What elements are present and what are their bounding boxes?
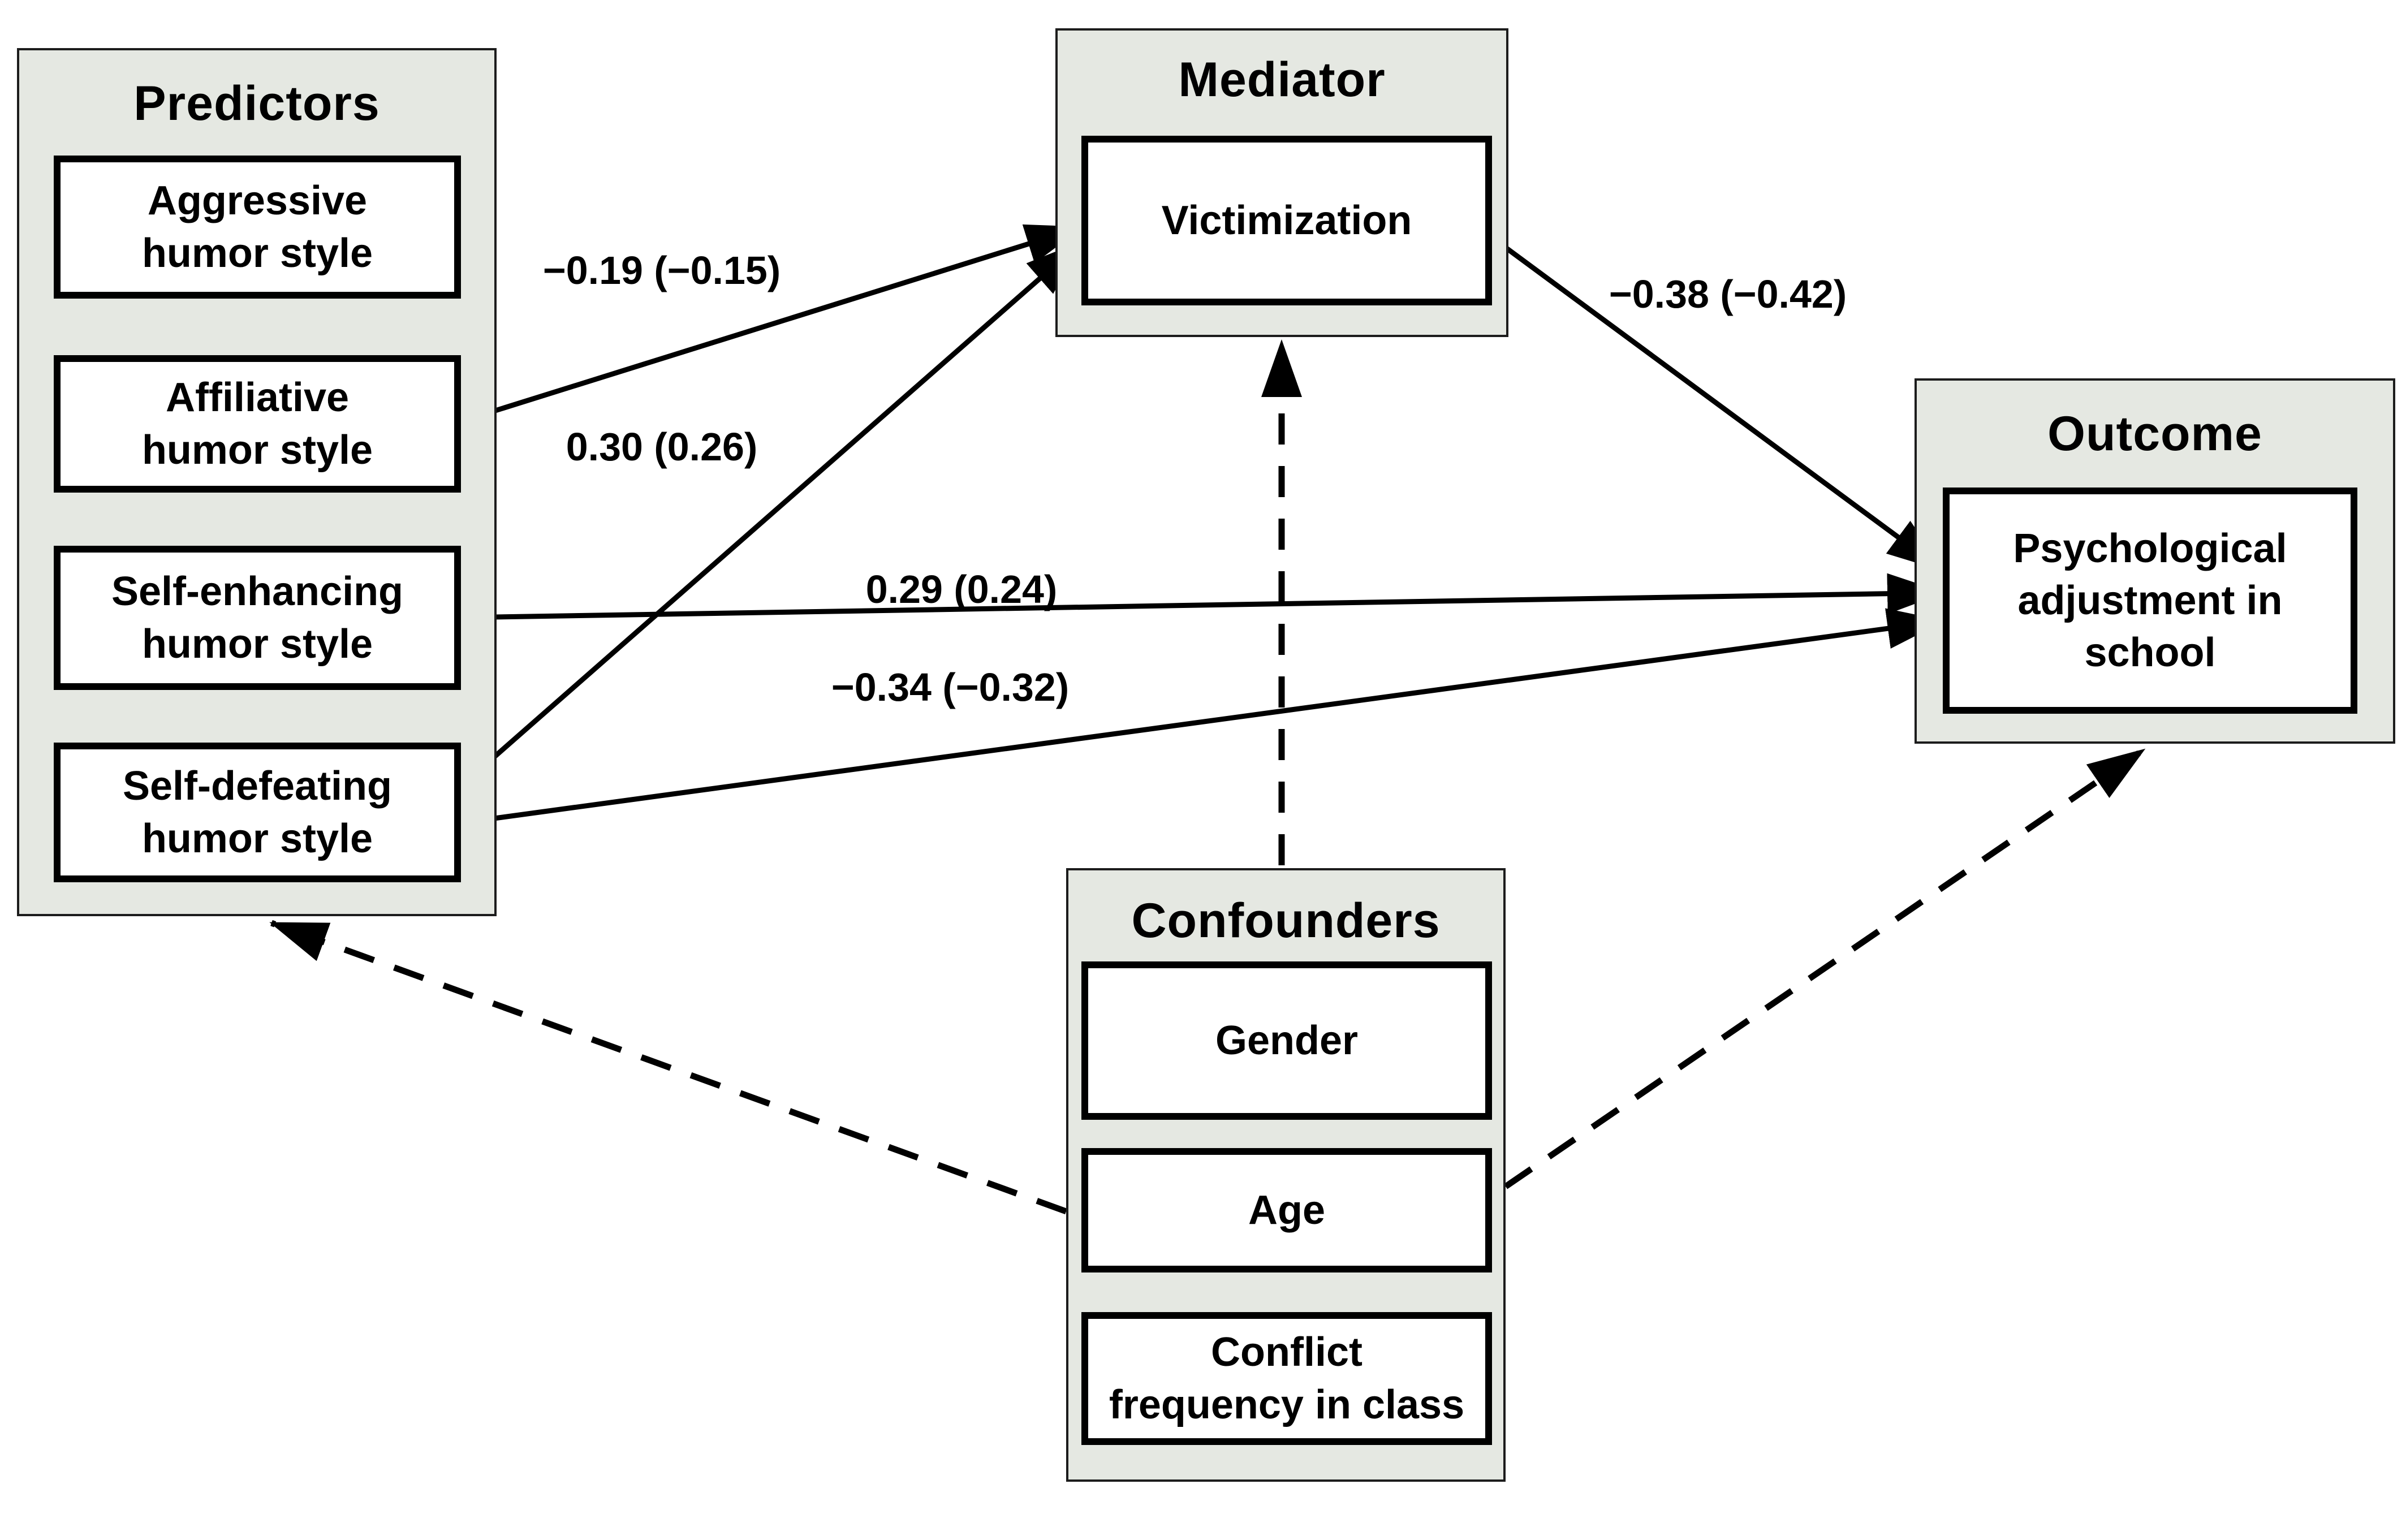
coefficient-self-enhancing-outcome: 0.29 (0.24) — [865, 567, 1058, 611]
box-aggressive-humor-style: Aggressive humor style — [54, 156, 461, 299]
gender-label: Gender — [1215, 1017, 1359, 1063]
arrow-self-defeating-to-victimization — [459, 240, 1084, 788]
affiliative-humor-style-label: Affiliative humor style — [141, 375, 373, 473]
psychological-adjustment-label: Psychological adjustment in school — [2013, 525, 2287, 676]
victimization-label: Victimization — [1161, 197, 1412, 243]
arrow-affiliative-to-victimization — [460, 224, 1084, 424]
age-label: Age — [1248, 1187, 1326, 1233]
box-self-enhancing-humor-style: Self-enhancing humor style — [54, 546, 461, 690]
predictors-title: Predictors — [133, 76, 380, 131]
arrow-self-enhancing-to-outcome — [460, 573, 1945, 620]
coefficient-victimization-outcome: −0.38 (−0.42) — [1609, 272, 1847, 316]
aggressive-humor-style-label: Aggressive humor style — [141, 178, 373, 276]
arrow-self-defeating-to-outcome — [460, 608, 1945, 826]
arrow-victimization-to-outcome — [1490, 235, 1945, 572]
mediator-title: Mediator — [1178, 53, 1386, 107]
box-conflict-frequency: Conflict frequency in class — [1081, 1312, 1492, 1445]
dashed-arrow-confounders-to-outcome — [1503, 747, 2146, 1189]
self-enhancing-humor-style-label: Self-enhancing humor style — [111, 569, 404, 667]
box-gender: Gender — [1081, 961, 1492, 1120]
box-age: Age — [1081, 1148, 1492, 1272]
coefficient-affiliative-victimization: −0.19 (−0.15) — [542, 248, 781, 292]
box-affiliative-humor-style: Affiliative humor style — [54, 355, 461, 493]
coefficient-self-defeating-victimization: 0.30 (0.26) — [566, 425, 758, 469]
dashed-arrow-confounders-to-predictors — [269, 920, 1067, 1215]
box-victimization: Victimization — [1081, 136, 1492, 305]
box-psychological-adjustment: Psychological adjustment in school — [1943, 488, 2357, 714]
self-defeating-humor-style-label: Self-defeating humor style — [122, 763, 393, 861]
conflict-frequency-label: Conflict frequency in class — [1109, 1330, 1465, 1427]
confounders-title: Confounders — [1131, 894, 1441, 948]
box-self-defeating-humor-style: Self-defeating humor style — [54, 743, 461, 882]
coefficient-self-defeating-outcome: −0.34 (−0.32) — [831, 665, 1070, 709]
outcome-title: Outcome — [2047, 407, 2262, 461]
